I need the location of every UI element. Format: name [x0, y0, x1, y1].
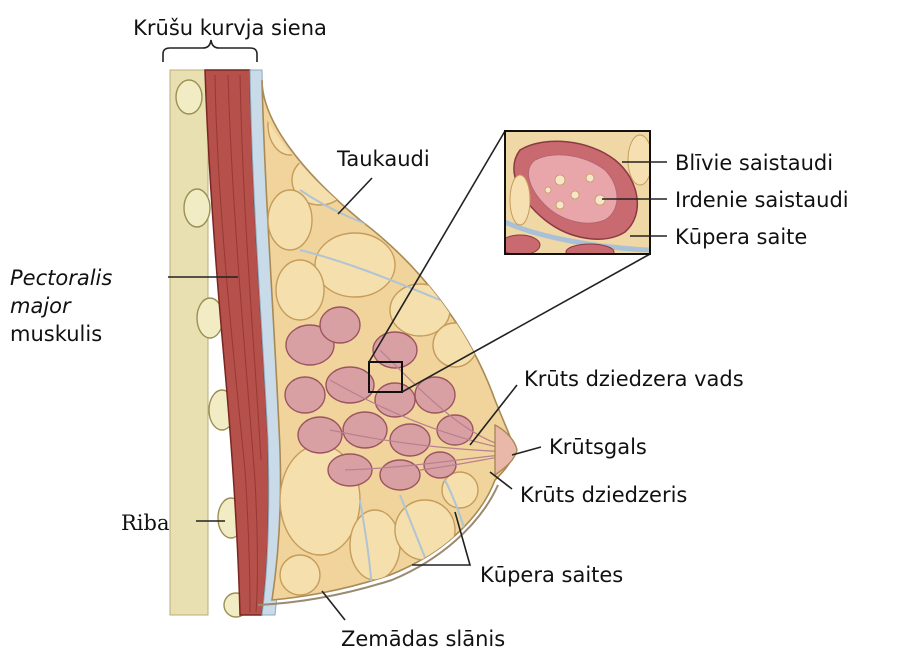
leader-fat-tissue — [338, 178, 372, 214]
chest-wall-bracket — [163, 40, 257, 62]
rib-column — [170, 70, 208, 615]
label-loose-connective: Irdenie saistaudi — [675, 188, 849, 212]
label-milk-duct: Krūts dziedzera vads — [524, 367, 744, 391]
label-pectoralis-2: major — [10, 294, 72, 318]
label-nipple: Krūtsgals — [549, 435, 647, 459]
label-subcutaneous-layer: Zemādas slānis — [341, 627, 505, 651]
label-pectoralis-1: Pectoralis — [10, 266, 112, 290]
inset-magnified-view — [500, 131, 652, 260]
label-pectoralis-3: muskulis — [10, 322, 102, 346]
label-fat-tissue: Taukaudi — [336, 147, 430, 171]
label-cooper-ligament-inset: Kūpera saite — [675, 225, 807, 249]
label-rib: Riba — [121, 511, 170, 535]
label-cooper-ligaments: Kūpera saites — [480, 563, 623, 587]
label-dense-connective: Blīvie saistaudi — [675, 151, 833, 175]
label-mammary-gland: Krūts dziedzeris — [520, 483, 687, 507]
label-chest-wall: Krūšu kurvja siena — [133, 16, 327, 40]
